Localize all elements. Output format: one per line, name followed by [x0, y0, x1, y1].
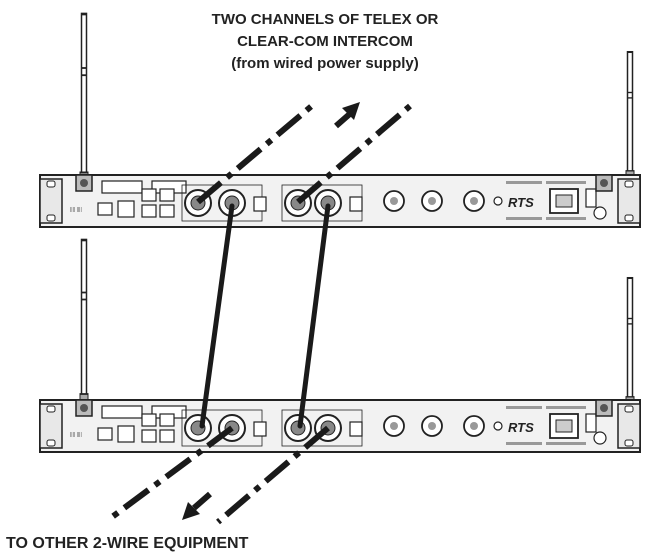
link-cable-channel-1 [199, 203, 235, 429]
arrow-up-icon [334, 102, 360, 129]
antenna-top-left [78, 12, 90, 189]
brand-logo-bottom: RTS [508, 420, 534, 435]
antenna-bottom-right [624, 276, 636, 409]
input-line-channel-1 [196, 101, 316, 205]
output-line-channel-1 [106, 425, 234, 523]
input-line-channel-2 [296, 103, 412, 205]
brand-logo-top: RTS [508, 195, 534, 210]
antenna-bottom-left [78, 238, 90, 410]
rack-unit-bottom: RTS [39, 399, 641, 453]
header-line-2: CLEAR-COM INTERCOM [237, 33, 413, 50]
rack-unit-top: RTS [39, 174, 641, 228]
link-cable-channel-2 [297, 203, 331, 429]
arrow-down-icon [182, 491, 212, 520]
header-line-3: (from wired power supply) [231, 55, 419, 72]
header-line-1: TWO CHANNELS OF TELEX OR [212, 11, 439, 28]
output-line-channel-2 [216, 425, 330, 525]
antenna-top-right [624, 50, 636, 183]
footer-label: TO OTHER 2-WIRE EQUIPMENT [6, 535, 249, 552]
